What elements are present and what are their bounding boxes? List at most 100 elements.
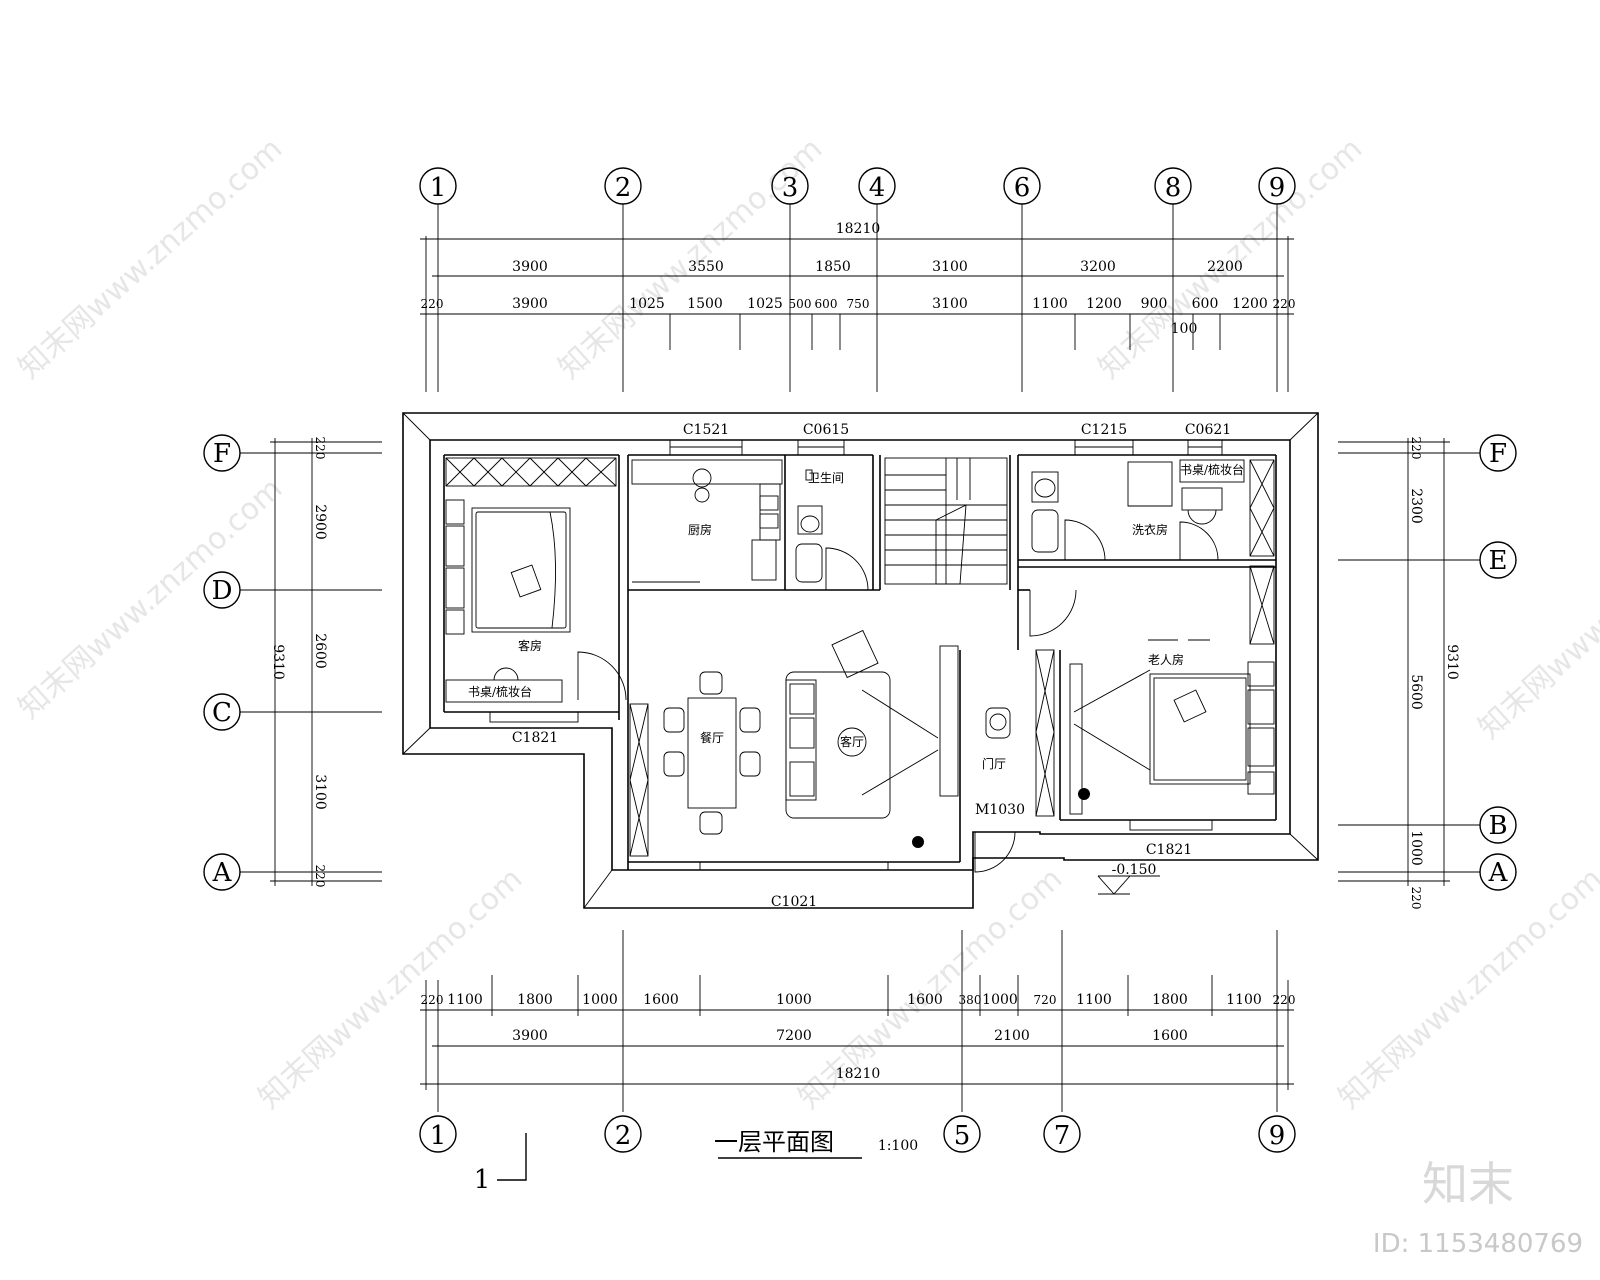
svg-text:600: 600 (815, 297, 838, 311)
stair (884, 457, 1008, 585)
svg-text:9310: 9310 (1444, 644, 1460, 680)
axis-bubble-top-6: 6 (1003, 167, 1041, 205)
svg-text:9: 9 (1269, 1121, 1286, 1151)
svg-text:600: 600 (1192, 296, 1219, 312)
plan-title: 一层平面图 (714, 1128, 834, 1156)
diagonal-watermarks: 知末网www.znzmo.com 知末网www.znzmo.com 知末网www… (12, 131, 1600, 1116)
svg-text:C1215: C1215 (1081, 422, 1127, 438)
svg-text:1000: 1000 (1408, 830, 1424, 866)
svg-text:1200: 1200 (1086, 296, 1122, 312)
watermark-diag-text: 知末网www.znzmo.com (1472, 491, 1600, 746)
window-C1521: C1521 (669, 422, 743, 456)
svg-text:3200: 3200 (1080, 259, 1116, 275)
watermark-diag-text: 知末网www.znzmo.com (12, 131, 289, 386)
axis-bubble-bottom-5: 5 (943, 1115, 981, 1153)
svg-text:C: C (212, 698, 232, 728)
room-label-dining: 餐厅 (700, 730, 724, 745)
svg-text:1000: 1000 (776, 992, 812, 1008)
guest-room-furniture (445, 499, 571, 703)
axis-bubble-top-4: 4 (858, 167, 896, 205)
dim-top-total: 18210 (836, 221, 881, 237)
window-C1215: C1215 (1074, 422, 1134, 456)
svg-text:2200: 2200 (1207, 259, 1243, 275)
svg-text:750: 750 (847, 297, 870, 311)
window-C0615: C0615 (797, 422, 849, 456)
windows: C1521 C0615 C1215 C0621 C1821 C1021 C182… (489, 422, 1231, 910)
svg-text:220: 220 (421, 993, 444, 1007)
svg-text:900: 900 (1141, 296, 1168, 312)
watermark-diag-text: 知末网www.znzmo.com (252, 861, 529, 1116)
window-C0621: C0621 (1185, 422, 1231, 456)
svg-text:C1521: C1521 (683, 422, 729, 438)
axis-bubble-bottom-9: 9 (1258, 1115, 1296, 1153)
left-axis: F D C A 9310 220 2900 2600 3100 220 (203, 434, 382, 891)
svg-text:M1030: M1030 (975, 802, 1025, 818)
svg-text:1200: 1200 (1232, 296, 1268, 312)
axis-bubble-right-E: E (1479, 541, 1517, 579)
svg-text:500: 500 (789, 297, 812, 311)
axis-bubble-left-D: D (203, 571, 241, 609)
axis-bubble-left-C: C (203, 693, 241, 731)
top-dimensions: 18210 3900 3550 1850 3100 3200 2200 220 … (420, 221, 1295, 350)
top-axis-bubbles: 1 2 3 4 6 8 9 (419, 167, 1296, 205)
svg-text:5: 5 (954, 1121, 971, 1151)
svg-text:2100: 2100 (994, 1028, 1030, 1044)
svg-text:380: 380 (959, 993, 982, 1007)
door-M1030: M1030 (975, 802, 1025, 818)
axis-bubble-top-1: 1 (419, 167, 457, 205)
svg-text:3100: 3100 (932, 296, 968, 312)
svg-text:9310: 9310 (270, 644, 286, 680)
svg-text:7200: 7200 (776, 1028, 812, 1044)
foyer-person-icon (985, 707, 1011, 739)
room-label-living: 客厅 (840, 734, 864, 749)
svg-text:220: 220 (1409, 437, 1423, 460)
svg-text:3100: 3100 (312, 774, 328, 810)
svg-text:1: 1 (430, 173, 447, 203)
axis-bubble-bottom-7: 7 (1043, 1115, 1081, 1153)
svg-text:3550: 3550 (688, 259, 724, 275)
window-C1821-right: C1821 (1129, 819, 1213, 858)
svg-text:1500: 1500 (687, 296, 723, 312)
svg-text:220: 220 (1273, 297, 1296, 311)
svg-text:2600: 2600 (312, 633, 328, 669)
drawing-title: 一层平面图 1:100 (714, 1128, 918, 1159)
room-label-kitchen: 厨房 (688, 522, 712, 537)
svg-text:1100: 1100 (1226, 992, 1262, 1008)
svg-text:1: 1 (430, 1121, 447, 1151)
svg-text:100: 100 (1171, 321, 1198, 337)
watermark-diag-text: 知末网www.znzmo.com (1332, 861, 1600, 1116)
svg-text:C0621: C0621 (1185, 422, 1231, 438)
svg-text:F: F (213, 439, 231, 469)
watermark-diag-text: 知末网www.znzmo.com (12, 471, 289, 726)
svg-text:4: 4 (869, 173, 886, 203)
svg-text:7: 7 (1054, 1121, 1071, 1151)
svg-text:1025: 1025 (629, 296, 665, 312)
svg-text:C1821: C1821 (1146, 842, 1192, 858)
doors: M1030 (577, 519, 1219, 873)
bottom-axis-bubbles: 1 2 5 7 9 (419, 1115, 1296, 1153)
dining-furniture (663, 671, 761, 835)
svg-text:1600: 1600 (1152, 1028, 1188, 1044)
svg-text:1025: 1025 (747, 296, 783, 312)
svg-text:C1821: C1821 (512, 730, 558, 746)
svg-text:3100: 3100 (932, 259, 968, 275)
bathroom-furniture (795, 459, 1245, 583)
svg-text:720: 720 (1034, 993, 1057, 1007)
svg-text:220: 220 (313, 865, 327, 888)
svg-text:1000: 1000 (582, 992, 618, 1008)
svg-text:1100: 1100 (1076, 992, 1112, 1008)
watermark-diag-text: 知末网www.znzmo.com (792, 861, 1069, 1116)
elevation-mark: -0.150 (1097, 862, 1160, 895)
cabinets (445, 457, 1275, 857)
svg-text:A: A (212, 858, 233, 888)
axis-bubble-right-A: A (1479, 853, 1517, 891)
svg-text:220: 220 (1409, 887, 1423, 910)
svg-text:E: E (1489, 546, 1508, 576)
svg-text:220: 220 (313, 437, 327, 460)
svg-text:1800: 1800 (517, 992, 553, 1008)
svg-text:9: 9 (1269, 173, 1286, 203)
svg-text:2: 2 (615, 1121, 632, 1151)
svg-text:B: B (1488, 811, 1507, 841)
svg-text:A: A (1488, 858, 1509, 888)
